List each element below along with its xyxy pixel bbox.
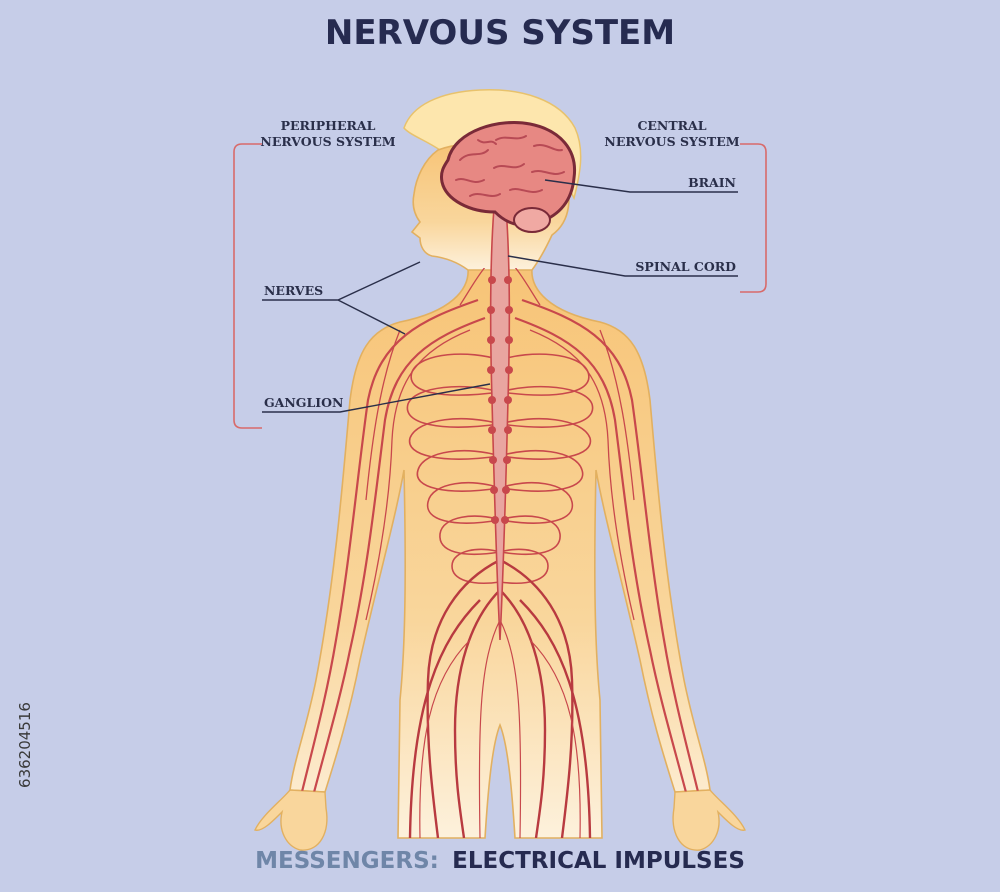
label-peripheral-line2: NERVOUS SYSTEM	[260, 134, 395, 149]
label-central-line1: CENTRAL	[637, 118, 706, 133]
footer-key: MESSENGERS:	[255, 848, 439, 874]
peripheral-bracket	[234, 144, 262, 428]
label-central-line2: NERVOUS SYSTEM	[604, 134, 739, 149]
label-nerves: NERVES	[264, 283, 323, 298]
label-peripheral-line1: PERIPHERAL	[281, 118, 376, 133]
footer-value: ELECTRICAL IMPULSES	[452, 848, 745, 874]
diagram-title: NERVOUS SYSTEM	[325, 13, 675, 53]
stock-id: 636204516	[16, 702, 34, 788]
label-ganglion: GANGLION	[264, 395, 343, 410]
right-hand	[673, 790, 745, 850]
label-brain: BRAIN	[688, 175, 736, 190]
footer-line: MESSENGERS: ELECTRICAL IMPULSES	[255, 848, 745, 874]
label-spinal-cord: SPINAL CORD	[635, 259, 736, 274]
central-bracket	[740, 144, 766, 292]
left-hand	[255, 790, 327, 850]
